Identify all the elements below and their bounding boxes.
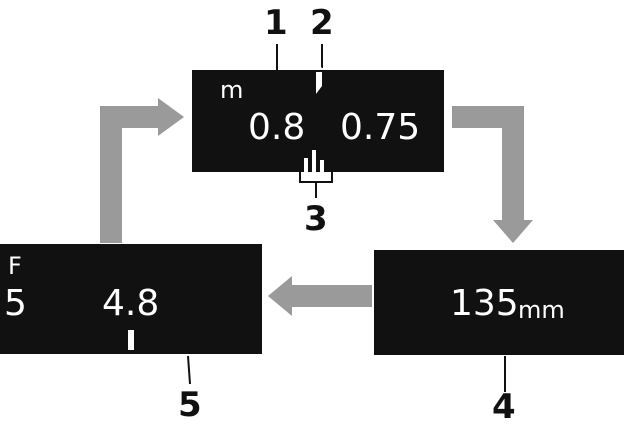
callout-number-1: 1 [264, 3, 288, 43]
callout-number-5: 5 [178, 385, 202, 425]
distance-marker-icon [316, 72, 322, 94]
distance-panel: m 0.8 0.75 [192, 70, 444, 172]
leader-bracket-3 [299, 172, 333, 198]
distance-unit-label: m [220, 76, 244, 104]
focal-length-panel: 135 mm [374, 250, 624, 355]
callout-number-3: 3 [304, 199, 328, 239]
aperture-label: F [8, 252, 22, 280]
aperture-marker-icon [128, 330, 134, 350]
distance-value-right: 0.75 [340, 107, 421, 148]
aperture-value-right: 4.8 [102, 283, 160, 324]
arrow-left-to-top [100, 98, 184, 243]
arrow-top-to-right [452, 106, 533, 243]
arrow-right-to-left [268, 276, 372, 316]
focal-length-value: 135 [450, 283, 519, 324]
focal-length-unit: mm [518, 296, 565, 324]
callout-number-2: 2 [310, 3, 334, 43]
aperture-value-left: 5 [4, 283, 27, 324]
callout-number-4: 4 [492, 387, 516, 427]
aperture-panel: F 5 4.8 [0, 244, 262, 354]
focus-scale-icon [304, 150, 324, 172]
distance-value-left: 0.8 [248, 107, 306, 148]
